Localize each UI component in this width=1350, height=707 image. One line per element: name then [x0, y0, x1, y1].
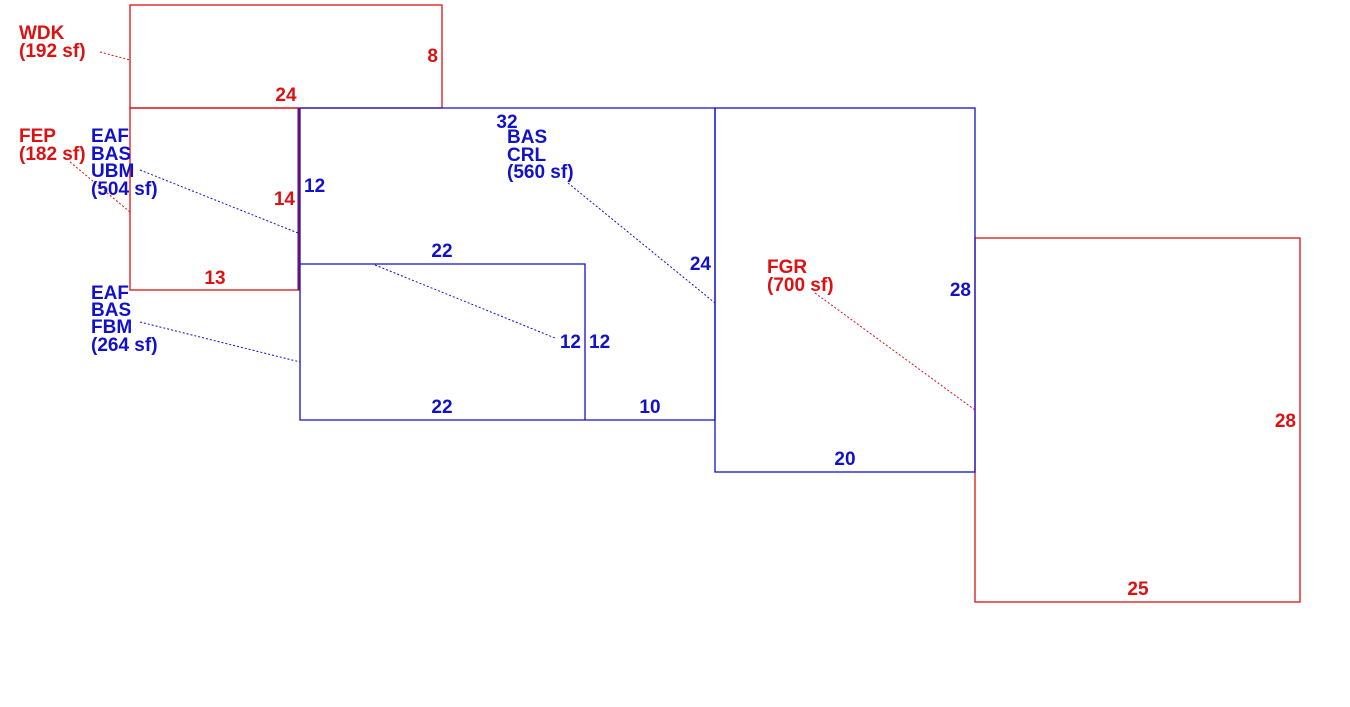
fep-leader [69, 161, 131, 213]
wdk-leader [99, 51, 131, 61]
fep-area: (182 sf) [19, 144, 86, 165]
dim-fgr-right: 28 [1275, 411, 1296, 432]
dim-ubm-right: 12 [304, 176, 325, 197]
fbm-code-3: FBM [91, 317, 132, 338]
crl-area: (560 sf) [507, 162, 574, 183]
ubm-code-3: UBM [91, 161, 134, 182]
fgr-code: FGR [767, 257, 807, 278]
fep-room [129, 107, 300, 291]
dim-fep-right: 14 [274, 189, 296, 210]
fbm-inner-leader [374, 264, 556, 339]
ubm-code-2: BAS [91, 144, 131, 165]
fep-code: FEP [19, 126, 56, 147]
fep-label: FEP (182 sf) [19, 126, 86, 165]
dim-fgr-bottom: 25 [1127, 579, 1149, 600]
dim-fbm-right-inner: 12 [560, 332, 581, 353]
fbm-label: EAF BAS FBM (264 sf) [91, 283, 158, 356]
fbm-area: (264 sf) [91, 335, 158, 356]
ubm-label: EAF BAS UBM (504 sf) [91, 126, 158, 200]
dim-fbm-right-outer: 12 [589, 332, 610, 353]
fgr-leader [814, 292, 976, 411]
crl-code-2: CRL [507, 145, 546, 166]
dim-crl-top: 32 [496, 112, 517, 133]
fbm-leader [139, 321, 301, 363]
crl-leader [567, 182, 716, 304]
fgr-area: (700 sf) [767, 275, 834, 296]
fbm-code-2: BAS [91, 300, 131, 321]
dim-wdk-right: 8 [427, 46, 438, 67]
crl-label: BAS CRL (560 sf) [507, 127, 574, 183]
dim-fbm-bottom: 22 [431, 397, 452, 418]
wdk-area: (192 sf) [19, 41, 86, 62]
fbm-outline [300, 263, 586, 420]
dim-wdk-top: 24 [275, 85, 297, 106]
ubm-leader [139, 169, 299, 234]
dim-crl-bottom: 10 [639, 397, 660, 418]
dim-crl-right: 24 [690, 254, 712, 275]
middle-block [714, 107, 976, 473]
wdk-code: WDK [19, 23, 65, 44]
ubm-area: (504 sf) [91, 179, 158, 200]
dim-fep-bottom: 13 [204, 268, 225, 289]
ubm-code-1: EAF [91, 126, 129, 147]
wdk-label: WDK (192 sf) [19, 23, 86, 62]
dim-fbm-top: 22 [431, 241, 452, 262]
dim-mid-bottom: 20 [834, 449, 855, 470]
crl-code-1: BAS [507, 127, 547, 148]
fbm-code-1: EAF [91, 283, 129, 304]
dim-mid-right: 28 [950, 280, 971, 301]
fgr-label: FGR (700 sf) [767, 257, 834, 296]
fgr-room [974, 237, 1301, 603]
